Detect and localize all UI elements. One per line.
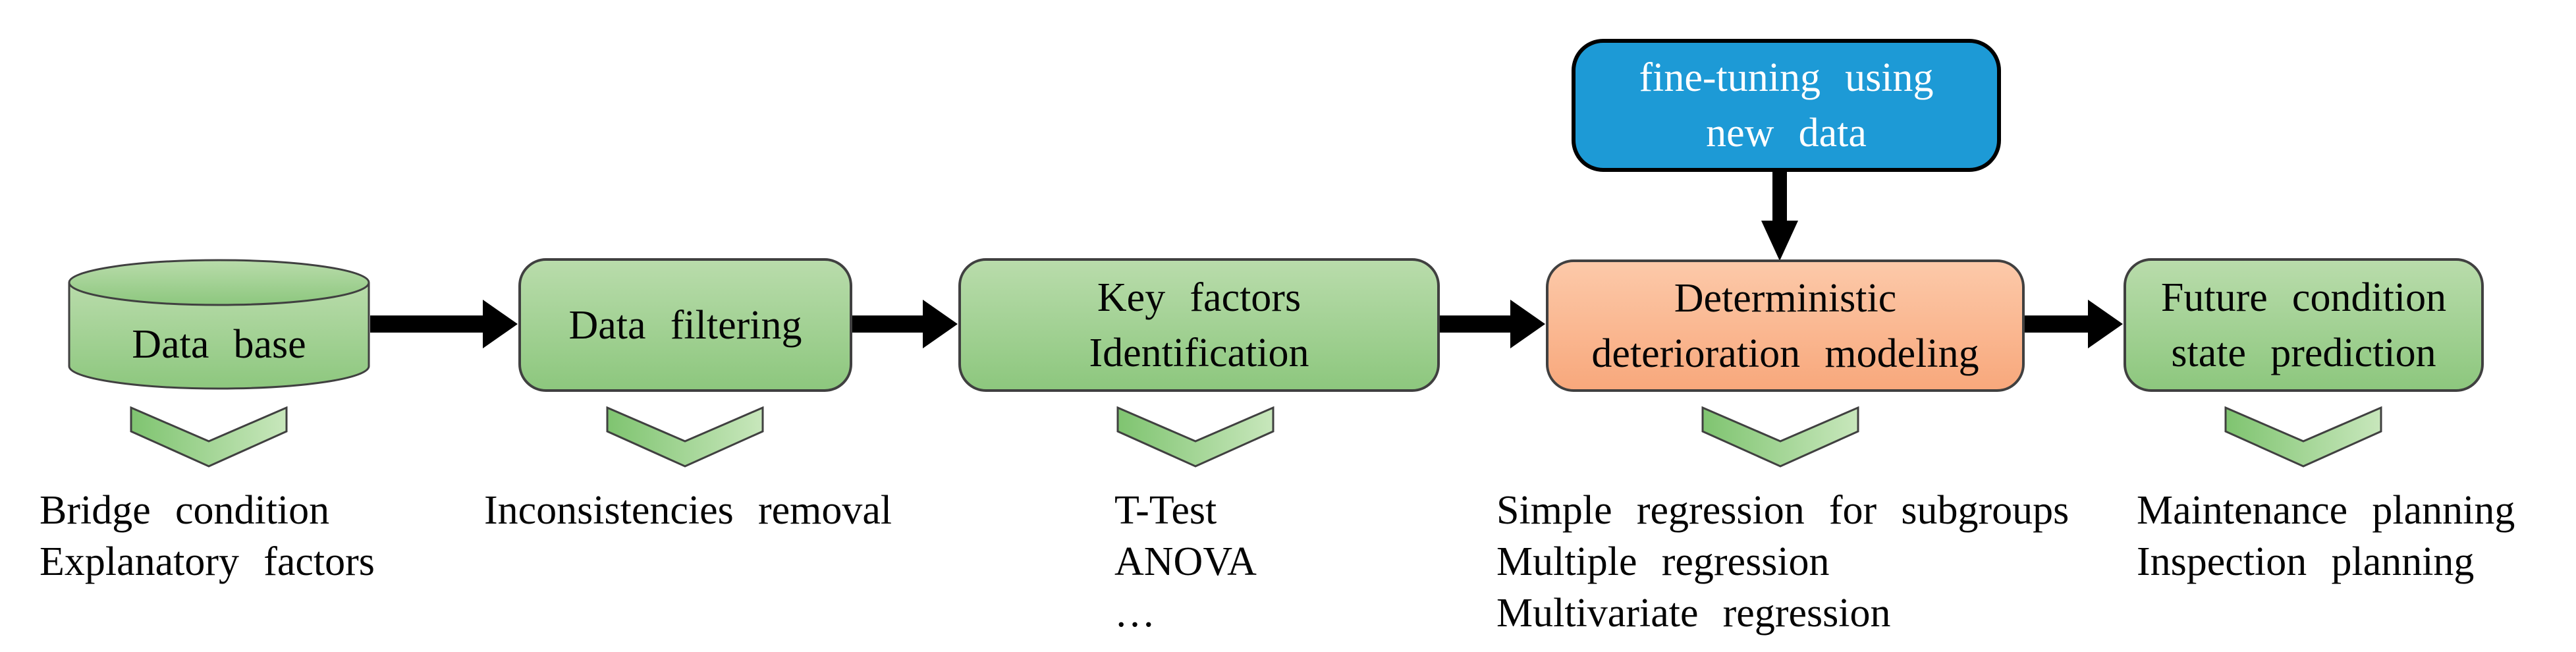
chevron-down-icon	[2224, 406, 2382, 468]
chevron-down-icon	[1701, 406, 1859, 468]
annotation-line: Bridge condition	[40, 488, 330, 533]
annotation-data-filtering: Inconsistencies removal	[484, 485, 892, 536]
annotation-line: Simple regression for subgroups	[1496, 488, 2069, 533]
arrow-right-icon	[852, 300, 958, 348]
data-filtering-label: Data filtering	[568, 302, 802, 348]
annotation-line: Inconsistencies removal	[484, 488, 892, 533]
annotation-database: Bridge condition Explanatory factors	[40, 485, 375, 587]
annotation-future: Maintenance planning Inspection planning	[2137, 485, 2515, 587]
chevron-down-icon	[606, 406, 764, 468]
annotation-line: …	[1114, 591, 1155, 636]
database-cylinder: Data base	[68, 258, 370, 391]
chevron-down-icon	[130, 406, 288, 468]
annotation-line: Multiple regression	[1496, 539, 1830, 584]
annotation-key-factors: T-Test ANOVA …	[1114, 485, 1257, 639]
process-box-future-prediction: Future condition state prediction	[2124, 258, 2484, 392]
fine-tuning-label-line2: new data	[1706, 111, 1867, 155]
process-box-key-factors: Key factors Identification	[958, 258, 1440, 392]
future-label-line1: Future condition	[2160, 275, 2447, 320]
arrow-down-icon	[1761, 171, 1798, 261]
arrow-right-icon	[1440, 300, 1545, 348]
annotation-line: Maintenance planning	[2137, 488, 2515, 533]
cylinder-shape-icon	[68, 259, 370, 390]
chevron-down-icon	[1116, 406, 1274, 468]
fine-tuning-label-line1: fine-tuning using	[1639, 55, 1934, 100]
process-box-data-filtering: Data filtering	[518, 258, 852, 392]
key-factors-label-line1: Key factors	[1097, 275, 1302, 320]
arrow-right-icon	[2025, 300, 2123, 348]
future-label-line2: state prediction	[2171, 330, 2436, 375]
process-box-deterministic-modeling: Deterministic deterioration modeling	[1546, 259, 2025, 392]
key-factors-label-line2: Identification	[1089, 330, 1309, 375]
deterministic-label-line1: Deterministic	[1674, 275, 1897, 321]
annotation-line: ANOVA	[1114, 539, 1257, 584]
database-label: Data base	[132, 322, 306, 367]
annotation-line: T-Test	[1114, 488, 1217, 533]
deterministic-label-line2: deterioration modeling	[1591, 331, 1979, 376]
annotation-line: Multivariate regression	[1496, 591, 1891, 636]
annotation-line: Explanatory factors	[40, 539, 375, 584]
arrow-right-icon	[370, 300, 518, 348]
annotation-line: Inspection planning	[2137, 539, 2475, 584]
annotation-deterministic: Simple regression for subgroups Multiple…	[1496, 485, 2069, 639]
process-box-fine-tuning: fine-tuning using new data	[1572, 39, 2001, 172]
